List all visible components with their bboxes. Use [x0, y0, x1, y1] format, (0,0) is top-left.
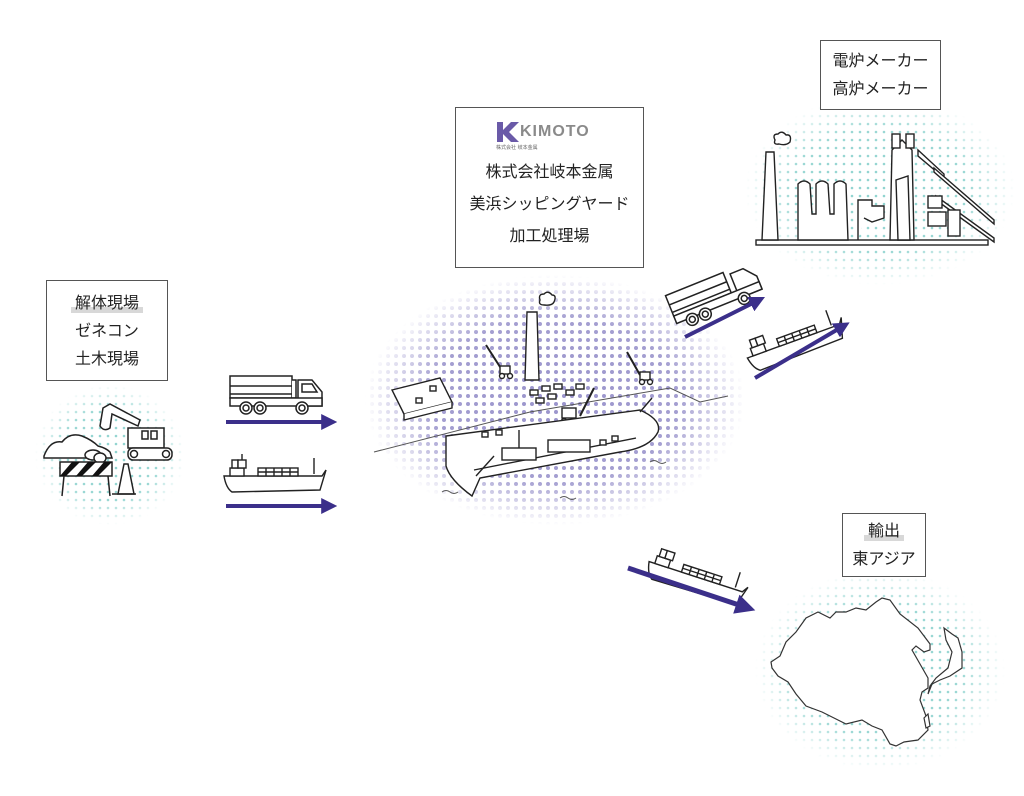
kimoto-logo-subtext: 株式会社 岐本金属: [496, 145, 538, 151]
source-title: 解体現場: [70, 289, 143, 317]
yard-line-shipping-yard: 美浜シッピングヤード: [469, 194, 630, 213]
dump-truck-icon: [229, 375, 323, 415]
container-ship-icon: [746, 310, 844, 372]
yard-line-processing: 加工処理場: [509, 226, 590, 245]
export-label-box: 輸出 東アジア: [842, 513, 926, 577]
yard-label-box: KIMOTO 株式会社 岐本金属 株式会社岐本金属 美浜シッピングヤード 加工処…: [455, 107, 644, 268]
steel-mill-icon: [755, 131, 995, 246]
makers-line-electric-furnace: 電炉メーカー: [832, 51, 929, 70]
arrow-yard-truck: [684, 296, 766, 339]
source-line-general-contractor: ゼネコン: [75, 321, 139, 340]
export-line-east-asia: 東アジア: [852, 549, 916, 568]
container-ship-icon: [647, 547, 749, 606]
shipping-yard-icon: [373, 291, 729, 500]
dump-truck-icon: [664, 267, 764, 327]
yard-line-company: 株式会社岐本金属: [485, 162, 614, 181]
makers-line-blast-furnace: 高炉メーカー: [832, 79, 929, 98]
east-asia-map-icon: [770, 597, 963, 747]
makers-label-box: 電炉メーカー 高炉メーカー: [820, 40, 941, 110]
kimoto-logo: KIMOTO 株式会社 岐本金属: [456, 122, 643, 156]
halo-factory: [745, 95, 1015, 285]
source-line-civil-site: 土木現場: [74, 349, 139, 368]
construction-site-icon: [43, 403, 173, 497]
container-ship-icon: [223, 454, 327, 493]
arrow-yard-ship: [753, 322, 850, 380]
arrow-export-ship: [627, 565, 756, 614]
source-label-box: 解体現場 ゼネコン 土木現場: [46, 280, 168, 381]
kimoto-logo-text: KIMOTO: [520, 123, 590, 140]
export-title: 輸出: [863, 517, 904, 545]
kimoto-logo-mark: [497, 122, 519, 142]
